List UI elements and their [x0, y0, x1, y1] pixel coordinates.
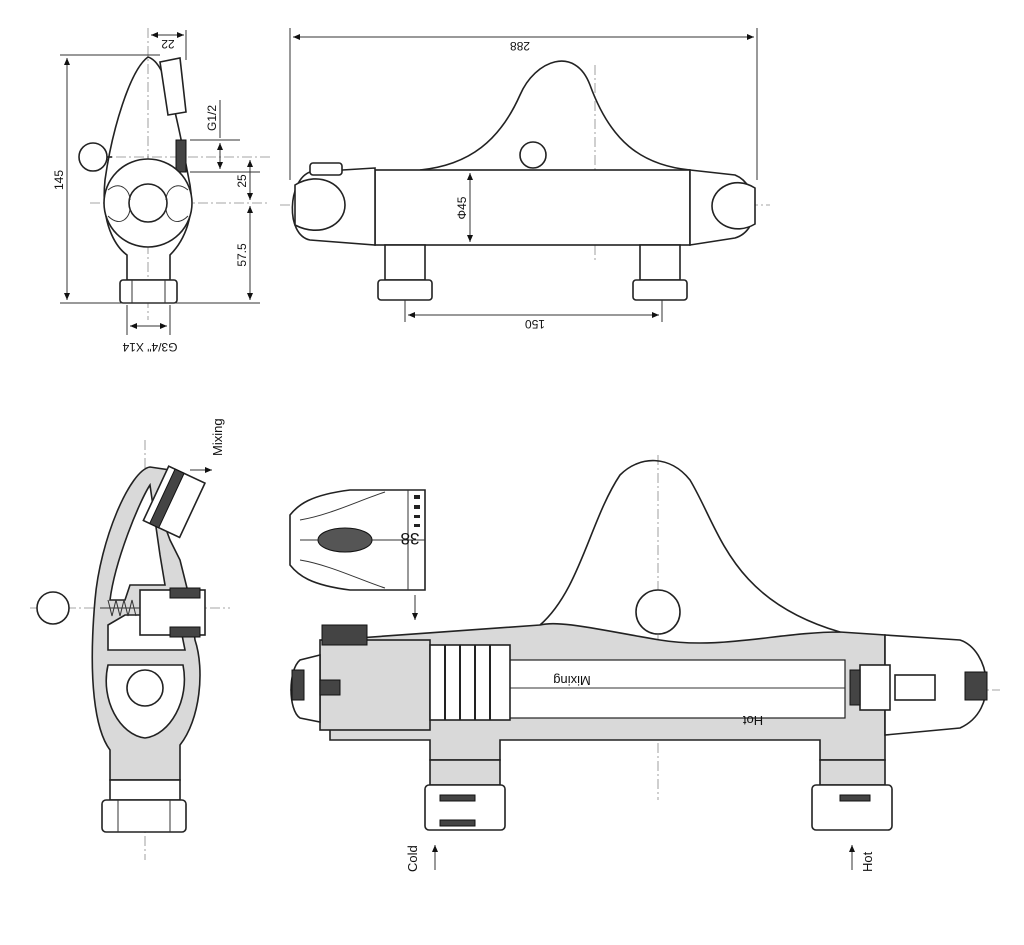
side-view: 145 22 G1/2 25 57.5 G3/4" X14: [52, 28, 270, 354]
dim-length: 288: [510, 39, 530, 53]
dim-centres: 150: [525, 317, 545, 331]
knob-ball: [78, 142, 108, 172]
cold-inlet-label: Cold: [405, 845, 420, 872]
front-section: 38 Mixing Hot Cold Hot: [289, 455, 1000, 872]
dim-inlet-thread: G3/4" X14: [122, 340, 177, 354]
dim-outlet-width: 22: [161, 37, 175, 51]
front-view: 288 Φ45 150: [280, 28, 770, 331]
dim-upper: 25: [235, 174, 249, 188]
hot-inlet-label: Hot: [860, 851, 875, 872]
inlet-nut: [119, 279, 178, 304]
outlet-mixing-label: Mixing: [210, 418, 225, 456]
dim-height: 145: [52, 170, 66, 190]
dim-diameter: Φ45: [455, 196, 469, 219]
temperature-handle-detail: 38: [289, 489, 426, 620]
side-section: Mixing: [30, 418, 230, 860]
dim-outlet-thread: G1/2: [205, 105, 219, 131]
hot-channel-label: Hot: [742, 713, 763, 728]
mixing-channel-label: Mixing: [553, 673, 591, 688]
handle-scale-38: 38: [401, 529, 420, 548]
dim-lower: 57.5: [235, 243, 249, 267]
